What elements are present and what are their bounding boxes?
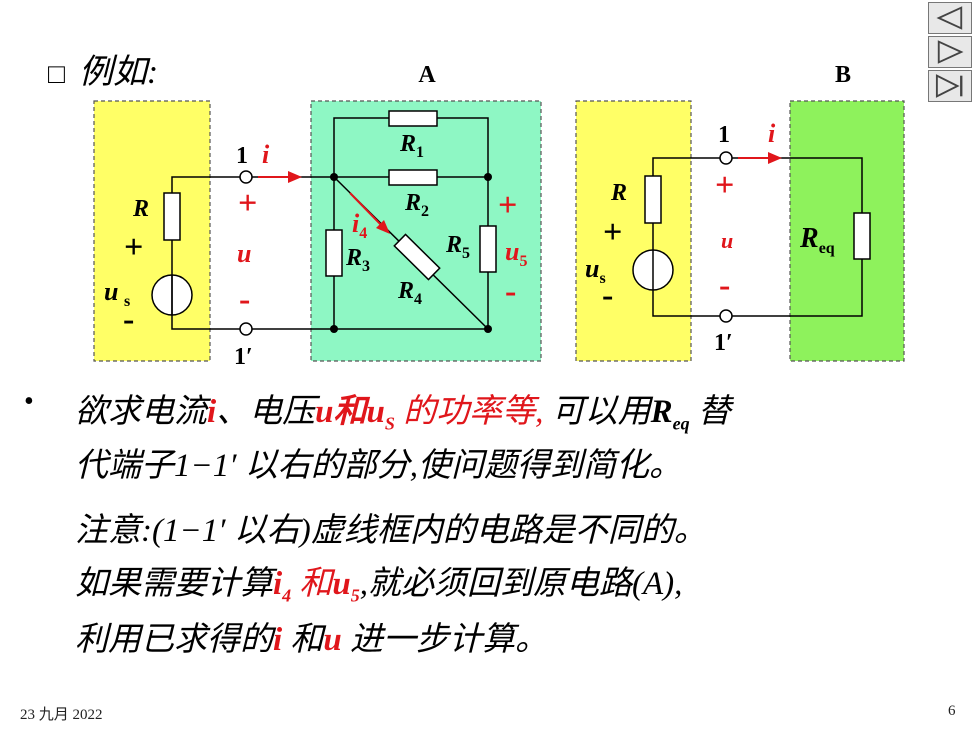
p4-i4: i [273,566,283,602]
node-1prime-right: 1′ [714,330,733,356]
source-plus-left: + [124,229,143,266]
bullet-dot: • [24,386,34,417]
resistor-r4 [393,233,441,281]
u5-minus: - [505,273,516,310]
p1-us-sub: S [384,413,395,434]
checkbox-bullet: □ [48,59,65,90]
paragraph-3: 注意:(1−1′ 以右)虚线框内的电路是不同的。 [75,513,707,549]
label-a: A [418,62,436,88]
p5-text-a: 利用已求得的 [75,622,273,658]
right-source-box [575,100,692,362]
current-i-left: i [262,140,270,169]
footer-date: 23 九月 2022 [20,707,103,723]
resistor-r-left [163,192,181,241]
p5-text-b: 进一步计算。 [341,622,549,658]
resistor-r1 [388,110,438,127]
u5-plus: + [498,187,517,224]
p5-he: 和 [282,622,324,658]
p1-u: u和u [315,394,385,430]
plus-right: + [715,167,734,204]
p1-text-c: 的功率等, [394,394,544,430]
source-minus-left: - [123,301,134,338]
paragraph-1: 欲求电流i、电压u和uS 的功率等, 可以用Req 替 [75,384,731,435]
source-plus-right: + [603,214,622,251]
p4-u5-sub: 5 [350,585,360,606]
voltage-u-right: u [721,228,733,253]
circuit-diagram: A B [93,62,905,370]
slide-heading: □ 例如: [48,44,158,93]
source-s-left: s [124,293,130,310]
p1-text-a: 欲求电流 [75,394,207,430]
resistor-r2 [388,169,438,186]
resistor-r-label-right: R [610,180,627,206]
p5-i: i [273,622,283,658]
resistor-req [853,212,871,260]
node-1prime-left: 1′ [234,344,253,370]
source-minus-right: - [602,277,613,314]
p1-i: i [207,394,217,430]
network-b-box [789,100,905,362]
heading-label: 例如: [78,54,159,91]
skip-end-icon [935,74,963,98]
p4-text-b: ,就必须回到原电路(A), [359,566,683,602]
page-number: 6 [948,703,956,719]
next-slide-button[interactable] [928,36,972,68]
req-label: Req [799,223,835,257]
p1-text-b: 、电压 [216,394,316,430]
resistor-r-right [644,175,662,224]
node-1-left: 1 [236,143,248,169]
prev-slide-button[interactable] [928,2,972,34]
p4-he: 和 [291,566,333,602]
p1-text-e: 替 [689,394,731,430]
resistor-r3 [325,229,343,277]
node-1-right: 1 [718,122,730,148]
p4-text-a: 如果需要计算 [75,566,273,602]
resistor-r-label-left: R [132,196,149,222]
p4-i4-sub: 4 [282,585,292,606]
current-i-right: i [768,119,776,148]
source-u-left: u [104,277,118,306]
minus-right: - [719,267,730,304]
plus-left: + [238,185,257,222]
p5-u: u [323,622,342,658]
voltage-u-left: u [237,239,251,268]
p1-req: R [650,394,673,430]
p4-u5: u [332,566,351,602]
label-b: B [835,62,851,88]
minus-left: - [239,281,250,318]
p1-text-d: 可以用 [543,394,651,430]
p1-req-sub: eq [672,413,690,434]
resistor-r5 [479,225,497,273]
network-a-box [310,100,542,362]
paragraph-4: 如果需要计算i4 和u5,就必须回到原电路(A), [75,556,682,607]
paragraph-5: 利用已求得的i 和u 进一步计算。 [75,612,548,660]
triangle-right-icon [937,40,964,64]
left-source-box [93,100,211,362]
last-slide-button[interactable] [928,70,972,102]
paragraph-2: 代端子1−1′ 以右的部分,使问题得到简化。 [75,448,682,484]
triangle-left-icon [936,6,963,30]
